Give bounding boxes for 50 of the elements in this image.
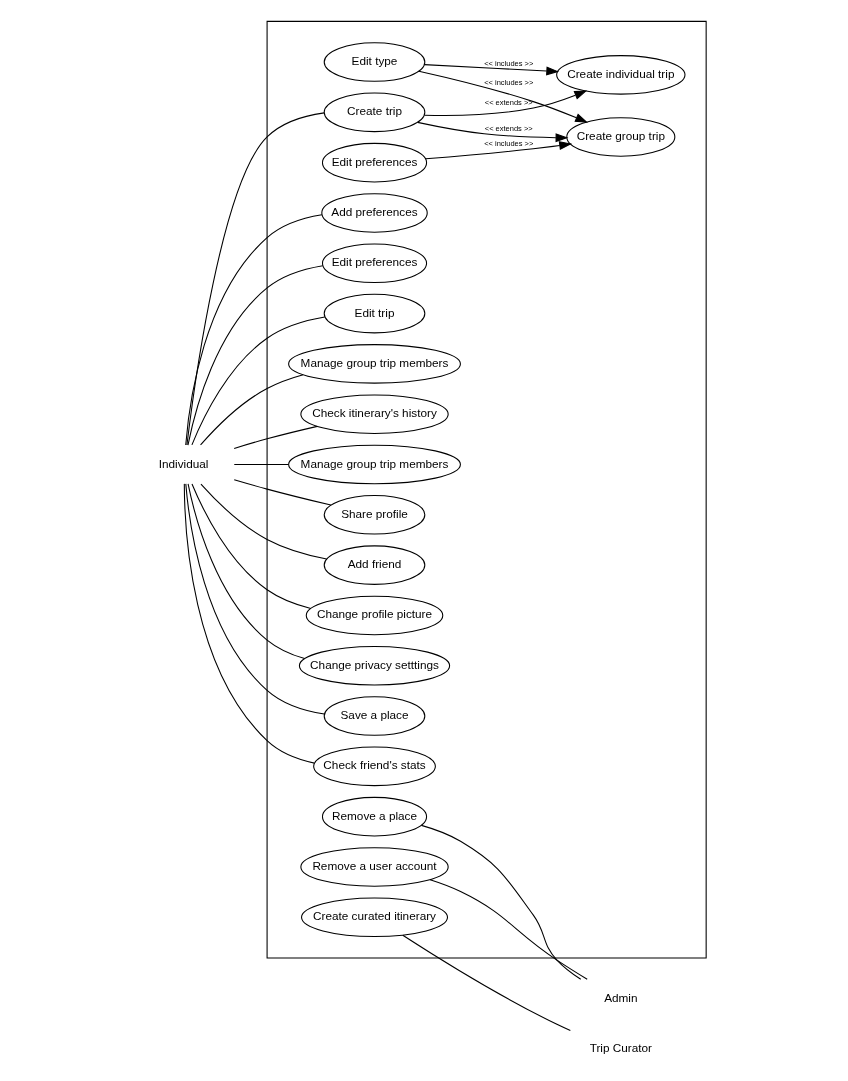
node-ellipse: Create trip bbox=[323, 92, 426, 133]
node-ellipse: Edit preferences bbox=[321, 243, 428, 284]
node-ellipse: Share profile bbox=[323, 495, 426, 535]
node-ellipse: Manage group trip members bbox=[288, 344, 461, 384]
node-ellipse: Manage group trip members bbox=[288, 444, 461, 485]
connector bbox=[420, 824, 582, 980]
node-ellipse: Check friend's stats bbox=[313, 746, 436, 787]
node-ellipse: Change privacy setttings bbox=[298, 645, 451, 686]
node-ellipse: Create individual trip bbox=[556, 55, 686, 95]
node-ellipse: Check itinerary's history bbox=[300, 394, 449, 434]
node-ellipse: Save a place bbox=[323, 696, 426, 736]
connector bbox=[187, 483, 306, 660]
connector bbox=[200, 374, 304, 446]
cluster bbox=[266, 20, 707, 959]
node-ellipse: Create curated itinerary bbox=[301, 897, 449, 938]
edge-label: << extends >> bbox=[484, 98, 533, 108]
edge-label: << includes >> bbox=[484, 58, 534, 68]
connector bbox=[200, 483, 328, 560]
connector bbox=[191, 483, 312, 609]
connector bbox=[183, 483, 315, 764]
connector bbox=[186, 112, 325, 446]
edge-label: << extends >> bbox=[484, 124, 533, 134]
node-ellipse: Remove a place bbox=[321, 796, 428, 837]
arrow bbox=[423, 64, 560, 76]
node-ellipse: Change profile picture bbox=[305, 595, 444, 636]
connector bbox=[402, 934, 571, 1031]
connector bbox=[191, 316, 326, 446]
connector bbox=[185, 214, 323, 446]
connector bbox=[233, 479, 332, 506]
node-ellipse: Create group trip bbox=[566, 117, 676, 157]
node-text: Admin bbox=[604, 990, 638, 1004]
connector bbox=[233, 425, 318, 449]
edge-label: << includes >> bbox=[484, 78, 534, 88]
node-ellipse: Add preferences bbox=[321, 193, 428, 233]
node-ellipse: Add friend bbox=[323, 545, 426, 585]
connector bbox=[185, 483, 325, 715]
node-text: Trip Curator bbox=[589, 1040, 652, 1054]
arrow bbox=[418, 70, 588, 123]
arrow bbox=[425, 141, 573, 160]
node-ellipse: Edit type bbox=[323, 42, 426, 82]
connector bbox=[187, 265, 324, 446]
node-ellipse: Edit trip bbox=[323, 293, 426, 334]
node-ellipse: Remove a user account bbox=[300, 847, 449, 887]
arrow bbox=[417, 121, 569, 143]
node-text: Individual bbox=[158, 456, 209, 470]
edge-label: << includes >> bbox=[484, 139, 534, 149]
arrow bbox=[423, 90, 588, 117]
node-ellipse: Edit preferences bbox=[321, 142, 428, 183]
connector bbox=[429, 879, 588, 980]
connector bbox=[233, 463, 289, 466]
